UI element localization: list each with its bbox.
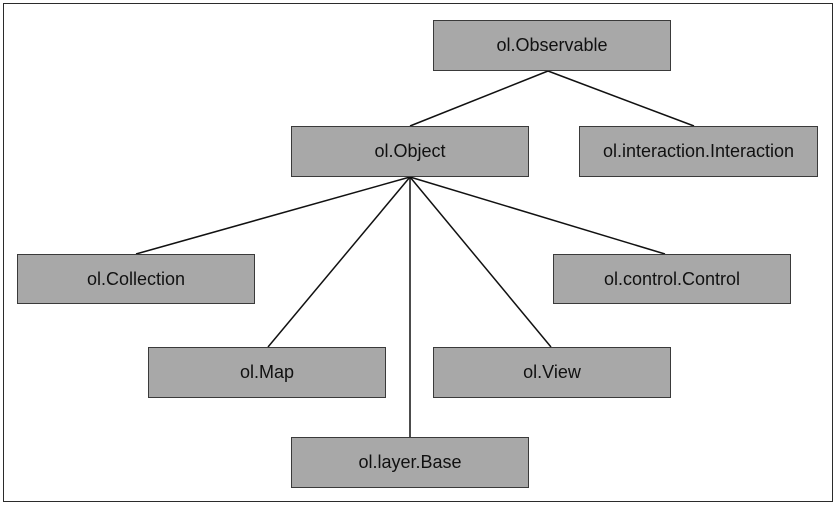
node-label: ol.layer.Base — [358, 452, 462, 472]
node-ol-control-control: ol.control.Control — [553, 254, 791, 304]
node-ol-layer-base: ol.layer.Base — [291, 437, 529, 488]
node-label: ol.interaction.Interaction — [602, 141, 795, 161]
node-ol-observable: ol.Observable — [433, 20, 671, 71]
node-label: ol.View — [523, 362, 581, 382]
node-ol-object: ol.Object — [291, 126, 529, 177]
node-ol-interaction-interaction: ol.interaction.Interaction — [579, 126, 818, 177]
node-ol-view: ol.View — [433, 347, 671, 398]
node-label: ol.control.Control — [603, 268, 741, 289]
node-label: ol.Collection — [86, 268, 186, 289]
node-label: ol.Observable — [496, 35, 608, 55]
edge-observable-object — [409, 70, 549, 127]
edge-object-view — [409, 176, 552, 348]
edge-object-collection — [135, 176, 411, 255]
edge-object-map — [267, 176, 411, 348]
edge-object-control — [409, 176, 666, 255]
node-label: ol.Object — [374, 141, 446, 161]
node-ol-collection: ol.Collection — [17, 254, 255, 304]
node-label: ol.Map — [239, 362, 295, 382]
node-ol-map: ol.Map — [148, 347, 386, 398]
edge-observable-interaction — [547, 70, 695, 127]
